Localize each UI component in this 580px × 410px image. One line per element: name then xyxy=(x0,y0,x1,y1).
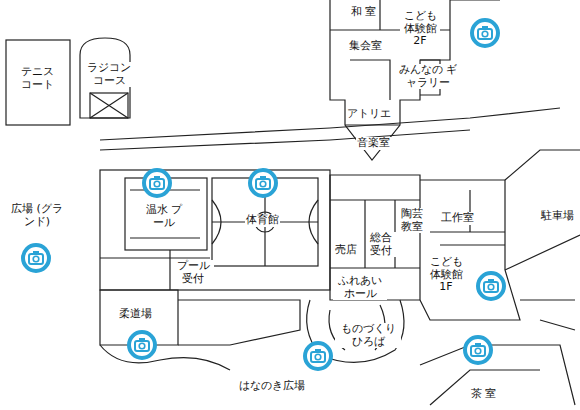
map-label: こども 体験館 1F xyxy=(426,256,466,294)
map-label: ラジコン コース xyxy=(84,62,134,87)
map-label: こども 体験館 2F xyxy=(400,10,440,48)
map-label: 茶 室 xyxy=(470,388,498,401)
map-label: ものづくり ひろば xyxy=(335,323,401,348)
map-label: はなのき広場 xyxy=(238,380,306,393)
map-label: アトリエ xyxy=(346,108,392,121)
map-label: テニス コート xyxy=(14,66,60,91)
map-label: 音楽室 xyxy=(356,137,391,150)
map-label: 柔道場 xyxy=(118,308,153,321)
map-label: 広場 (グランド) xyxy=(6,203,68,228)
map-label: 売店 xyxy=(334,244,358,257)
map-label: 陶芸 教室 xyxy=(397,208,427,233)
map-label: ふれあい ホール xyxy=(333,275,387,300)
map-label: 体育館 xyxy=(245,214,280,227)
map-label: 駐車場 xyxy=(540,210,575,223)
map-label: 総合 受付 xyxy=(366,232,396,257)
map-label: 集会室 xyxy=(348,40,383,53)
map-label: 温水 プール xyxy=(144,204,184,229)
map-label: 工作室 xyxy=(440,212,475,225)
map-label: プール 受付 xyxy=(172,260,214,285)
map-label: 和 室 xyxy=(350,6,378,19)
map-label: みんなの ギャラリー xyxy=(396,64,460,89)
